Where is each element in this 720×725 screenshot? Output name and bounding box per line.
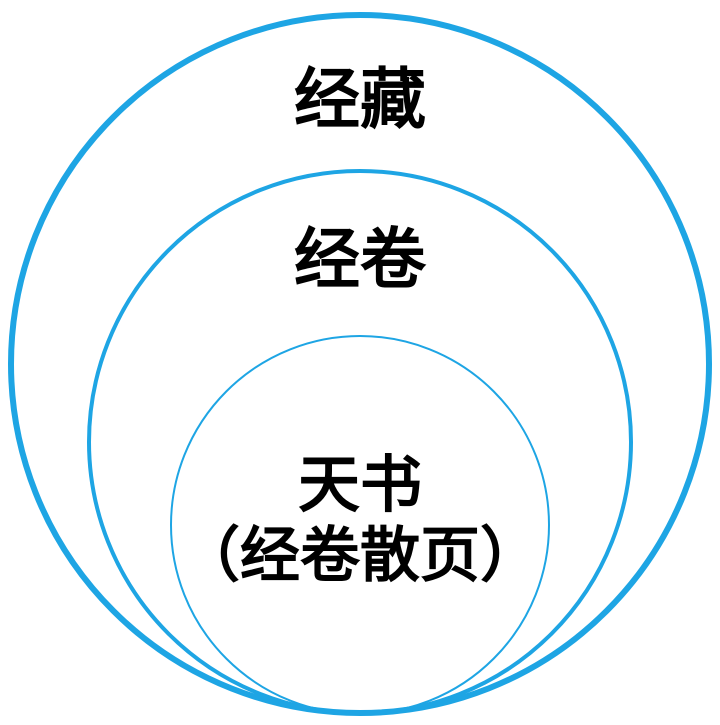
inner-circle-label-line2: （经卷散页） xyxy=(180,521,540,591)
outer-circle-label: 经藏 xyxy=(294,60,426,138)
inner-circle xyxy=(170,335,550,715)
middle-circle-label: 经卷 xyxy=(294,220,427,298)
inner-circle-label-line1: 天书 xyxy=(298,448,422,521)
